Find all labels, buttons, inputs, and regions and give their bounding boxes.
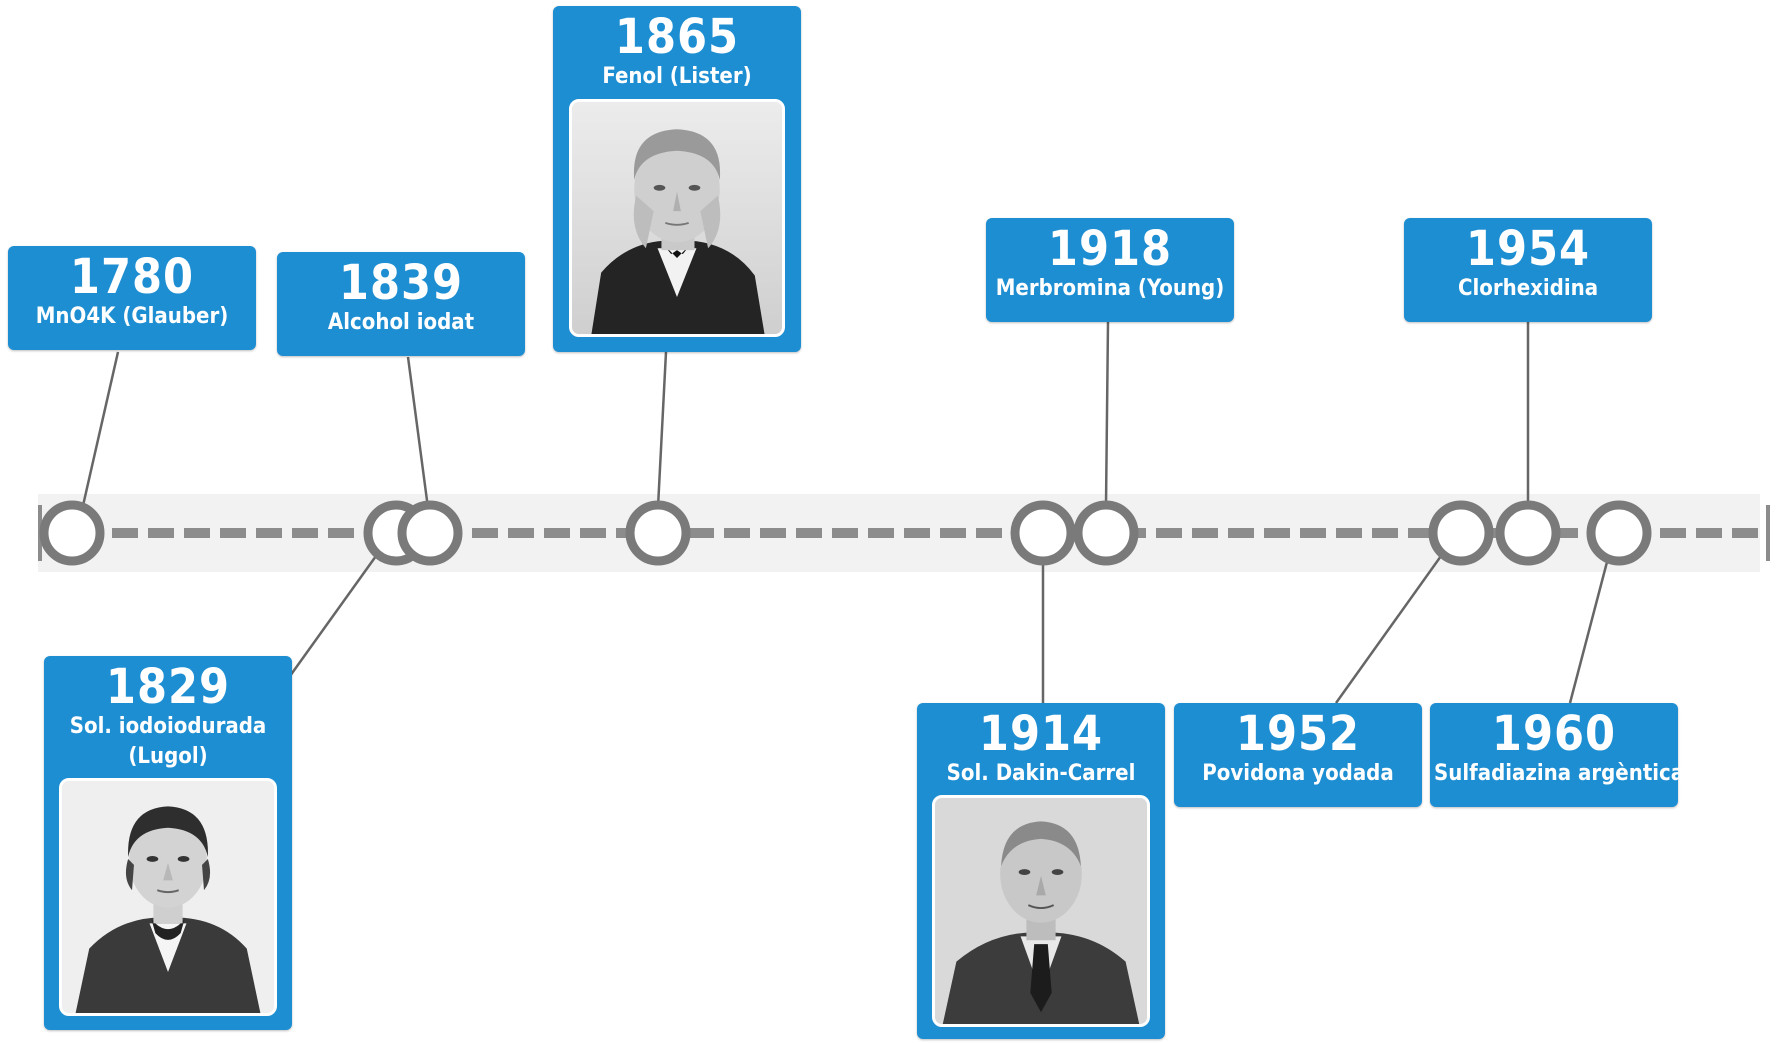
connector-1865 (656, 351, 668, 508)
event-label-line2: (Lugol) (128, 744, 208, 769)
connector-1839 (406, 356, 430, 509)
event-card-1839[interactable]: 1839 Alcohol iodat (277, 252, 525, 356)
event-label: Alcohol iodat (327, 310, 475, 335)
event-year: 1839 (338, 255, 464, 311)
event-card-1780[interactable]: 1780 MnO4K (Glauber) (8, 246, 256, 350)
event-year: 1952 (1235, 706, 1361, 762)
node-1954[interactable] (1495, 500, 1561, 566)
node-1780[interactable] (39, 500, 105, 566)
connector-1780 (80, 351, 120, 511)
node-1952[interactable] (1428, 500, 1494, 566)
event-card-1865[interactable]: 1865 Fenol (Lister) (553, 6, 801, 352)
event-label: Merbromina (Young) (995, 276, 1225, 301)
event-year: 1865 (614, 9, 740, 65)
connector-1829 (288, 555, 378, 677)
event-year: 1829 (105, 659, 231, 715)
event-label: Povidona yodada (1202, 761, 1394, 786)
node-1914[interactable] (1010, 500, 1076, 566)
event-label: Fenol (Lister) (602, 64, 752, 89)
connector-1960 (1568, 561, 1609, 704)
event-label-line1: Sol. iodoiodurada (69, 714, 267, 739)
event-card-1829[interactable]: 1829 Sol. iodoiodurada (Lugol) (44, 656, 292, 1030)
node-1839[interactable] (397, 500, 463, 566)
portrait-dakin (932, 795, 1150, 1027)
event-year: 1960 (1491, 706, 1617, 762)
portrait-lugol (59, 778, 277, 1016)
connector-1952 (1334, 555, 1443, 704)
event-label: Sol. Dakin-Carrel (946, 761, 1136, 786)
event-card-1918[interactable]: 1918 Merbromina (Young) (986, 218, 1234, 322)
event-year: 1918 (1047, 221, 1173, 277)
connector-1918 (1104, 321, 1110, 506)
event-label: Sulfadiazina argèntica (1434, 761, 1685, 786)
event-card-1960[interactable]: 1960 Sulfadiazina argèntica (1430, 703, 1685, 807)
event-year: 1954 (1465, 221, 1591, 277)
event-year: 1914 (978, 706, 1104, 762)
event-card-1954[interactable]: 1954 Clorhexidina (1404, 218, 1652, 322)
event-label: MnO4K (Glauber) (35, 304, 229, 329)
node-1960[interactable] (1586, 500, 1652, 566)
event-year: 1780 (69, 249, 195, 305)
node-1918[interactable] (1073, 500, 1139, 566)
portrait-lister (569, 99, 785, 337)
event-card-1914[interactable]: 1914 Sol. Dakin-Carrel (917, 703, 1165, 1039)
node-1865[interactable] (625, 500, 691, 566)
event-label: Clorhexidina (1457, 276, 1599, 301)
event-card-1952[interactable]: 1952 Povidona yodada (1174, 703, 1422, 807)
